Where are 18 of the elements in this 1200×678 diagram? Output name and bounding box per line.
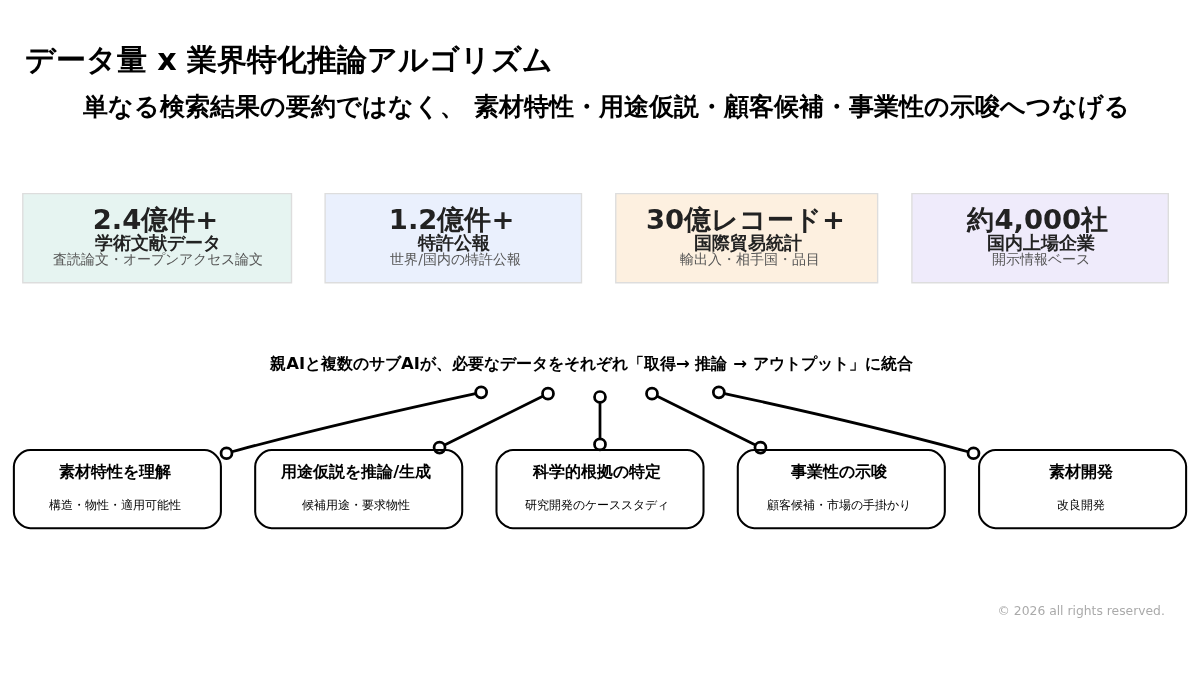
connector (645, 386, 768, 455)
node-box: 素材開発 改良開発 (978, 449, 1188, 530)
node-box: 用途仮説を推論/生成 候補用途・要求物性 (254, 449, 464, 530)
node-box: 2.4億件+ 学術文献データ 査読論文・オープンアクセス論文 (22, 193, 293, 284)
connector (711, 385, 981, 461)
diagram-title: データ量 x 業界特化推論アルゴリズム (24, 41, 554, 77)
node-box: 約4,000社 国内上場企業 開示情報ベース (911, 193, 1169, 284)
node-box: 30億レコード+ 国際貿易統計 輸出入・相手国・品目 (615, 193, 879, 284)
node-box: 1.2億件+ 特許公報 世界/国内の特許公報 (324, 193, 583, 284)
node-text: 親AIと複数のサブAIが、必要なデータをそれぞれ「取得→ 推論 → アウトプット」に統合 (270, 354, 913, 374)
connector (219, 385, 489, 461)
label: 単なる検索結果の要約ではなく、 素材特性・用途仮説・顧客候補・事業性の示唆へつなげる (83, 91, 1130, 121)
node-box: 素材特性を理解 構造・物性・適用可能性 (12, 449, 222, 530)
node-box: 科学的根拠の特定 研究開発のケーススタディ (495, 449, 705, 530)
connector (593, 390, 607, 452)
connector (432, 386, 555, 455)
label: © 2026 all rights reserved. (997, 603, 1165, 618)
node-box: 事業性の示唆 顧客候補・市場の手掛かり (736, 449, 946, 530)
